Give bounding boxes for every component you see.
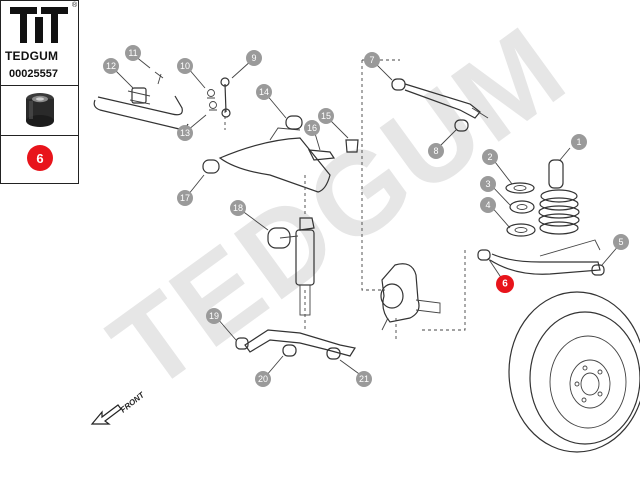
wheel [508,291,640,453]
callout-19[interactable]: 19 [206,308,222,324]
stabilizer-bar [93,71,189,130]
trailing-arm [391,78,489,132]
svg-text:14: 14 [259,87,269,97]
part-number: 00025557 [9,68,58,80]
callout-1[interactable]: 1 [571,134,587,150]
callout-4[interactable]: 4 [480,197,496,213]
brand-name: TEDGUM [5,49,59,63]
callouts: 1 2 3 4 5 6 7 8 9 10 11 12 13 14 15 16 1… [103,45,629,387]
callout-12[interactable]: 12 [103,58,119,74]
svg-text:11: 11 [128,48,137,58]
callout-17[interactable]: 17 [177,190,193,206]
svg-text:17: 17 [180,193,190,203]
svg-text:7: 7 [369,55,374,65]
callout-20[interactable]: 20 [255,371,271,387]
front-label: FRONT [119,390,147,415]
svg-text:12: 12 [106,61,116,71]
coil-spring-assembly [505,159,580,237]
part-info-panel: ® TEDGUM 00025557 6 [0,0,79,184]
callout-7[interactable]: 7 [364,52,380,68]
upper-control-arm [202,115,359,193]
svg-text:21: 21 [359,374,369,384]
svg-text:6: 6 [502,279,508,290]
svg-text:10: 10 [180,61,190,71]
callout-18[interactable]: 18 [230,200,246,216]
svg-text:9: 9 [251,53,256,63]
callout-14[interactable]: 14 [256,84,272,100]
callout-21[interactable]: 21 [356,371,372,387]
svg-text:3: 3 [485,179,490,189]
stabilizer-link [207,77,231,118]
svg-text:20: 20 [258,374,268,384]
callout-6-highlighted[interactable]: 6 [496,275,514,293]
position-badge: 6 [27,145,53,171]
svg-text:19: 19 [209,311,219,321]
panel-divider [1,135,78,136]
svg-text:16: 16 [307,123,317,133]
watermark-text: TEDGUM [88,2,589,416]
callout-3[interactable]: 3 [480,176,496,192]
svg-text:1: 1 [576,137,581,147]
svg-text:15: 15 [321,111,331,121]
tedgum-logo-icon [10,7,68,43]
callout-15[interactable]: 15 [318,108,334,124]
assembly-guide-lines [224,59,466,340]
front-direction-arrow: FRONT [90,390,147,425]
callout-9[interactable]: 9 [246,50,262,66]
callout-16[interactable]: 16 [304,120,320,136]
svg-text:13: 13 [180,128,190,138]
bushing-product-image [26,93,54,127]
wheel-carrier [380,263,441,331]
callout-2[interactable]: 2 [482,149,498,165]
svg-text:2: 2 [487,152,492,162]
callout-5[interactable]: 5 [613,234,629,250]
panel-divider [1,85,78,86]
lower-spring-arm [477,239,605,276]
svg-text:4: 4 [485,200,490,210]
svg-text:5: 5 [618,237,623,247]
svg-text:18: 18 [233,203,243,213]
callout-13[interactable]: 13 [177,125,193,141]
callout-11[interactable]: 11 [125,45,141,61]
lower-control-arm [235,329,356,360]
callout-8[interactable]: 8 [428,143,444,159]
registered-mark: ® [72,2,78,9]
svg-text:8: 8 [433,146,438,156]
callout-10[interactable]: 10 [177,58,193,74]
